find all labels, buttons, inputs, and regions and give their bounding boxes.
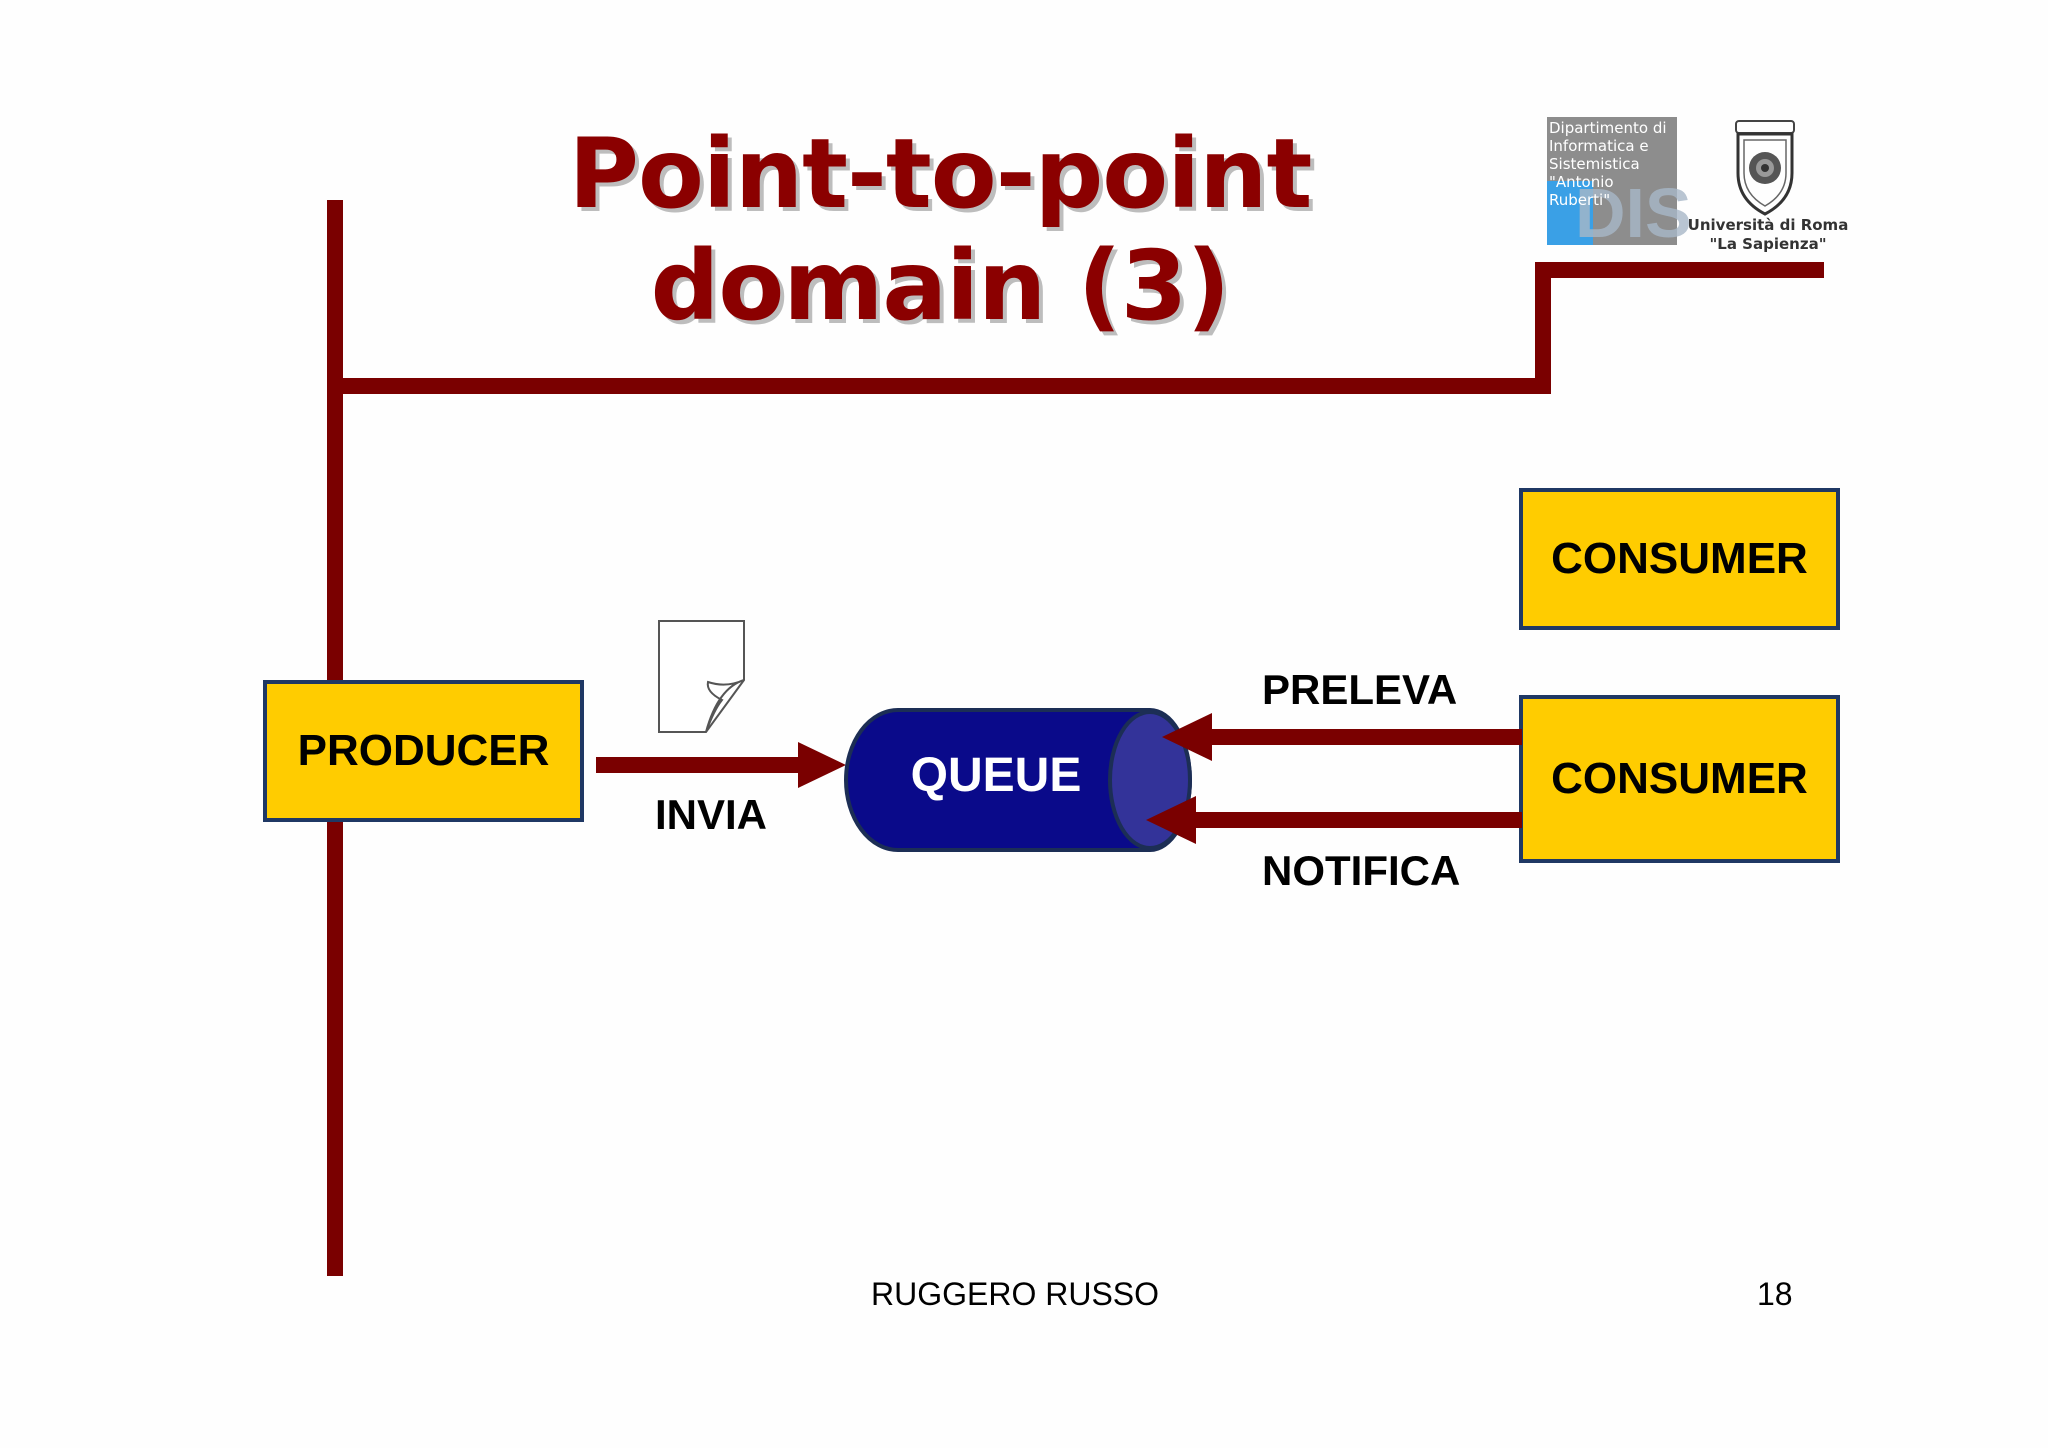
producer-box: PRODUCER <box>263 680 584 822</box>
queue-label: QUEUE <box>910 749 1082 802</box>
send-label: INVIA <box>655 791 768 838</box>
department-logo: DIS Dipartimento di Informatica e Sistem… <box>1547 117 1692 248</box>
fetch-label: PRELEVA <box>1262 666 1458 713</box>
notify-label: NOTIFICA <box>1262 847 1461 894</box>
send-arrow-shaft <box>596 757 802 773</box>
university-seal-icon <box>1735 120 1795 216</box>
frame-step-vertical <box>1535 262 1551 394</box>
university-name: Università di Roma "La Sapienza" <box>1687 216 1849 253</box>
frame-step-horizontal <box>1535 262 1824 278</box>
frame-horizontal-line <box>327 378 1551 394</box>
notify-arrow-head <box>1146 796 1196 844</box>
consumer-bottom-box: CONSUMER <box>1519 695 1840 863</box>
fetch-arrow-shaft <box>1200 729 1522 745</box>
page-number: 18 <box>1757 1276 1793 1312</box>
department-name: Dipartimento di Informatica e Sistemisti… <box>1549 119 1667 209</box>
page-title: Point-to-point domain (3) <box>568 118 1313 342</box>
logo-mark: DIS <box>1575 174 1692 252</box>
fetch-arrow-head <box>1162 713 1212 761</box>
notify-arrow-shaft <box>1192 812 1522 828</box>
consumer-top-box: CONSUMER <box>1519 488 1840 630</box>
send-arrow-head <box>798 742 846 788</box>
message-document-icon <box>658 620 745 733</box>
logo-accent <box>1547 181 1593 245</box>
footer-author: RUGGERO RUSSO <box>871 1276 1160 1312</box>
